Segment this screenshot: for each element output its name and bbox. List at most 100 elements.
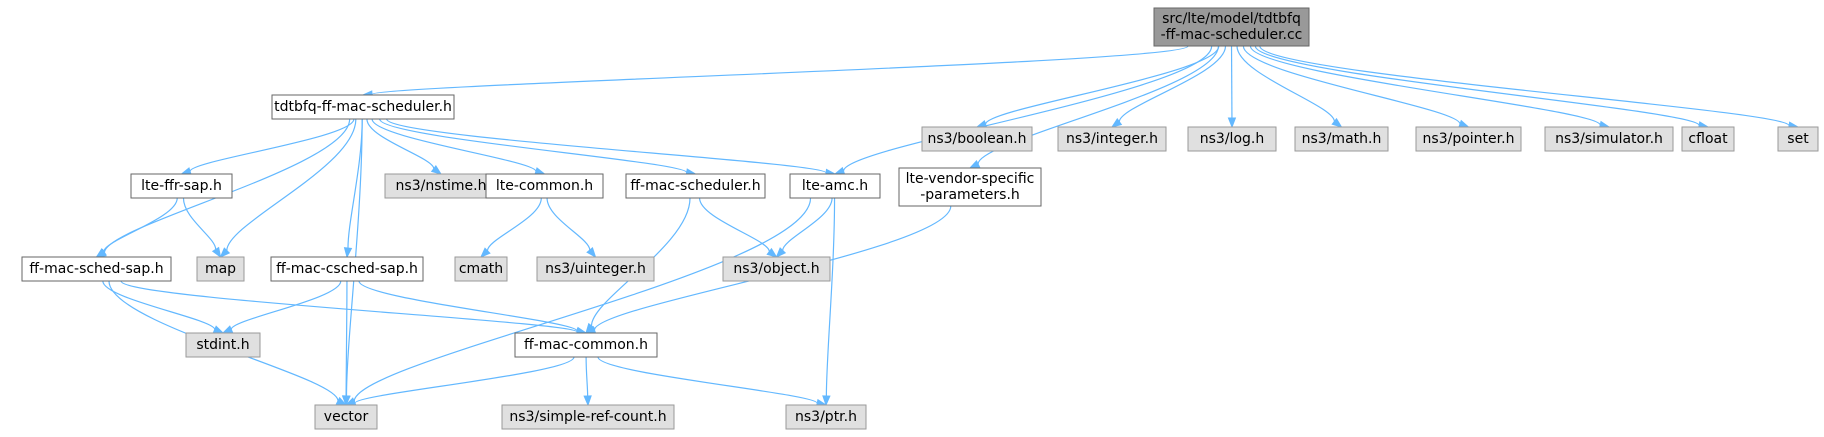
edge-root-to-cfloat — [1254, 45, 1710, 130]
node-box — [130, 173, 233, 199]
arrowhead-icon — [343, 247, 353, 259]
node-label: tdtbfq-ff-mac-scheduler.h — [274, 99, 452, 115]
header-nodes: src/lte/model/tdtbfq-ff-mac-scheduler.cc… — [21, 7, 1819, 430]
node-box — [1153, 7, 1310, 47]
node-lte-common[interactable]: lte-common.h — [485, 173, 604, 199]
node-box — [1681, 126, 1735, 152]
node-label: src/lte/model/tdtbfq — [1162, 11, 1301, 27]
node-label: cmath — [459, 261, 503, 277]
node-lte-amc[interactable]: lte-amc.h — [789, 173, 881, 199]
node-pointer: ns3/pointer.h — [1415, 126, 1522, 152]
node-tdtbfq-h[interactable]: tdtbfq-ff-mac-scheduler.h — [271, 94, 455, 120]
node-label: -ff-mac-scheduler.cc — [1161, 27, 1303, 43]
edge-lte_ffr_sap-to-ff_mac_sched_sap — [95, 197, 178, 258]
node-ff-mac-scheduler[interactable]: ff-mac-scheduler.h — [625, 173, 766, 199]
node-label: cfloat — [1688, 131, 1728, 147]
edge-line — [1242, 45, 1461, 125]
node-label: lte-amc.h — [802, 178, 868, 194]
edge-root-to-tdtbfq_h — [361, 45, 1189, 99]
node-root[interactable]: src/lte/model/tdtbfq-ff-mac-scheduler.cc — [1153, 7, 1310, 47]
node-box — [270, 256, 424, 282]
edge-lte_amc-to-object — [775, 197, 833, 259]
arrowhead-icon — [212, 325, 225, 334]
edge-line — [103, 197, 178, 252]
node-ff-mac-common[interactable]: ff-mac-common.h — [514, 332, 658, 358]
edge-line — [182, 197, 217, 250]
node-log: ns3/log.h — [1187, 126, 1277, 152]
edge-root-to-integer — [1110, 45, 1227, 128]
edge-line — [486, 197, 542, 251]
arrowhead-icon — [766, 247, 778, 258]
node-label: ns3/simple-ref-count.h — [509, 409, 666, 425]
arrowhead-icon — [430, 164, 443, 175]
node-boolean: ns3/boolean.h — [921, 126, 1033, 152]
node-label: -parameters.h — [920, 187, 1020, 203]
edge-line — [358, 280, 578, 332]
arrowhead-icon — [221, 325, 234, 334]
edge-line — [597, 356, 818, 404]
edge-line — [353, 197, 812, 402]
edge-lte_amc-to-ptr — [822, 197, 836, 407]
edge-root-to-boolean — [975, 45, 1220, 128]
node-label: set — [1787, 131, 1809, 147]
edge-line — [371, 118, 537, 172]
edge-line — [226, 118, 357, 251]
edge-tdtbfq_h-to-lte_common — [371, 118, 546, 176]
edge-root-to-simulator — [1249, 45, 1611, 130]
edge-lte_common-to-cmath — [480, 197, 542, 258]
edge-line — [386, 118, 827, 174]
node-box — [185, 332, 261, 358]
edge-line — [842, 45, 1213, 172]
edge-line — [189, 118, 355, 172]
edge-ff_mac_common-to-simple_ref_count — [583, 356, 592, 407]
node-set: set — [1777, 126, 1819, 152]
arrowhead-icon — [211, 246, 222, 259]
edge-tdtbfq_h-to-nstime — [366, 118, 443, 175]
node-label: ns3/boolean.h — [927, 131, 1026, 147]
arrowhead-icon — [975, 119, 988, 128]
edge-line — [1259, 45, 1790, 127]
node-box — [196, 256, 245, 282]
edge-ff_mac_scheduler-to-object — [698, 197, 778, 258]
node-lte-vendor[interactable]: lte-vendor-specific-parameters.h — [898, 167, 1042, 207]
edge-line — [585, 356, 589, 397]
node-label: lte-ffr-sap.h — [141, 178, 222, 194]
node-uinteger: ns3/uinteger.h — [536, 256, 655, 282]
edge-line — [371, 45, 1189, 96]
node-label: ns3/simulator.h — [1555, 131, 1663, 147]
edge-line — [1249, 45, 1601, 126]
node-box — [785, 404, 867, 430]
arrowhead-icon — [1331, 117, 1343, 128]
edge-line — [1118, 45, 1227, 122]
edge-root-to-math — [1236, 45, 1343, 128]
node-box — [485, 173, 604, 199]
node-box — [1187, 126, 1277, 152]
node-box — [789, 173, 881, 199]
edge-line — [698, 197, 770, 252]
edge-tdtbfq_h-to-lte_ffr_sap — [180, 118, 355, 176]
node-lte-ffr-sap[interactable]: lte-ffr-sap.h — [130, 173, 233, 199]
edge-root-to-lte_amc — [833, 45, 1213, 175]
arrowhead-icon — [95, 247, 107, 258]
edge-line — [102, 280, 216, 330]
edge-line — [230, 280, 342, 330]
edge-tdtbfq_h-to-map — [219, 118, 357, 258]
node-math: ns3/math.h — [1294, 126, 1389, 152]
edge-ff_mac_common-to-vector — [344, 356, 575, 408]
node-label: ns3/math.h — [1302, 131, 1382, 147]
node-object: ns3/object.h — [722, 256, 831, 282]
node-nstime: ns3/nstime.h — [384, 173, 498, 199]
edge-line — [977, 45, 1220, 165]
node-label: lte-vendor-specific — [906, 171, 1035, 187]
node-box — [501, 404, 675, 430]
edge-tdtbfq_h-to-ff_mac_scheduler — [379, 118, 697, 177]
node-label: ns3/object.h — [733, 261, 819, 277]
node-ff-mac-sched-sap[interactable]: ff-mac-sched-sap.h — [21, 256, 172, 282]
edge-line — [354, 356, 575, 404]
node-box — [898, 167, 1042, 207]
node-box — [1057, 126, 1167, 152]
node-ff-mac-csched-sap[interactable]: ff-mac-csched-sap.h — [270, 256, 424, 282]
node-label: ff-mac-csched-sap.h — [276, 261, 418, 277]
arrowhead-icon — [219, 247, 231, 258]
